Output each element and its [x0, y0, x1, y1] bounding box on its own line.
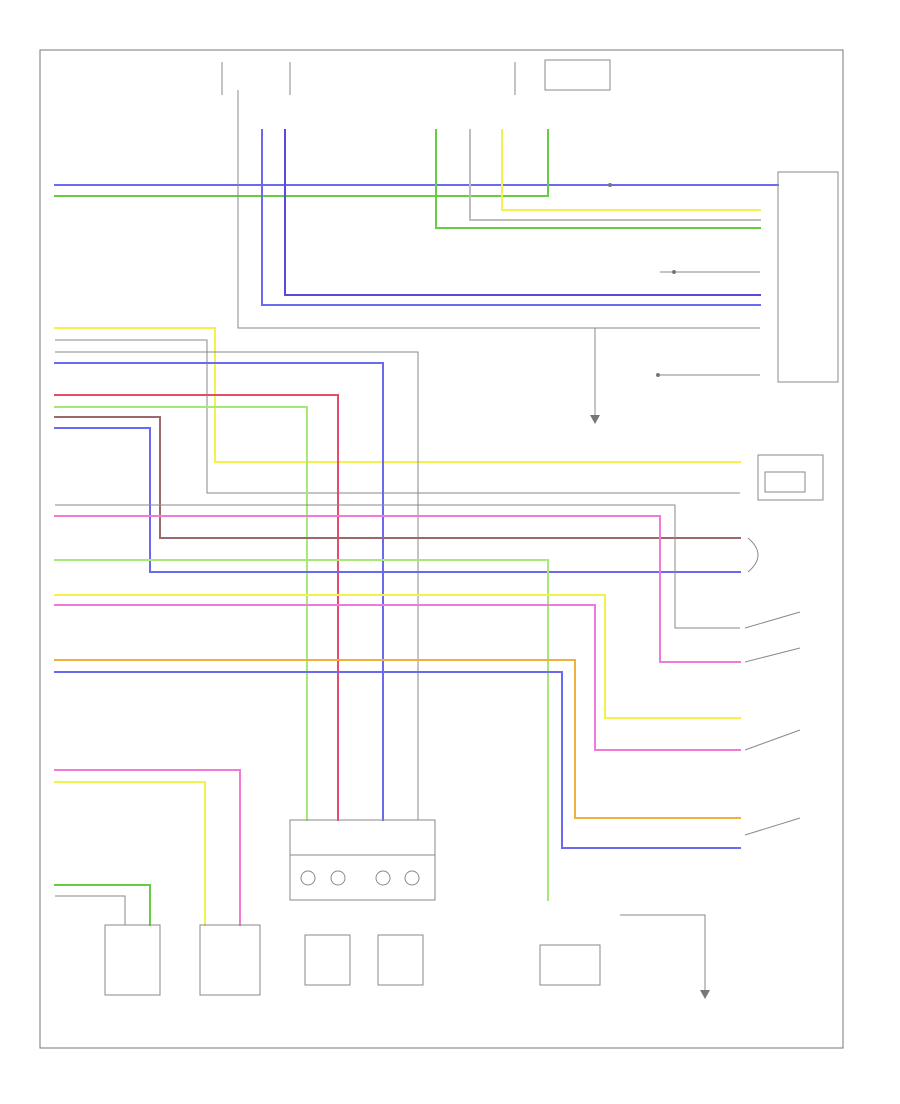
wire-blue-switch4	[54, 671, 741, 849]
wire-blue-center	[54, 362, 384, 821]
top-right-module	[777, 171, 839, 383]
right-components	[744, 454, 824, 836]
wire-green-module	[435, 129, 761, 229]
wire-brown-mid	[54, 416, 741, 539]
switch-1	[744, 611, 801, 629]
top-components	[221, 59, 839, 424]
wire-gray-switch1	[55, 504, 740, 629]
bottom-components	[104, 819, 710, 999]
center-unit-top	[289, 819, 436, 856]
center-connector-4	[404, 870, 420, 886]
module-bottom	[539, 944, 601, 986]
wire-pink-switch3	[54, 604, 741, 751]
switch-4	[744, 817, 801, 836]
junction-dot-1	[672, 270, 676, 274]
wire-orange-switch4	[54, 659, 741, 819]
wire-lightgreen-module	[54, 559, 549, 901]
top-wire-group	[54, 90, 779, 415]
wire-blue-mid	[54, 427, 741, 573]
wire-lightgreen-center	[54, 406, 308, 821]
ground-bottom-icon	[700, 990, 710, 999]
top-relay-box	[544, 59, 611, 91]
wire-gray-mid	[55, 339, 740, 494]
center-unit-left-block	[304, 934, 351, 986]
switch-3	[744, 729, 801, 751]
right-seat	[199, 924, 261, 996]
wire-ground-bottom	[620, 914, 706, 990]
ground-top-icon	[590, 415, 600, 424]
wire-gray-center	[55, 351, 419, 820]
left-seat	[104, 924, 161, 996]
center-connector-2	[330, 870, 346, 886]
connector-bracket	[747, 537, 759, 573]
middle-wire-group	[54, 327, 741, 901]
bottom-wire-group	[54, 769, 706, 990]
center-connector-3	[375, 870, 391, 886]
junction-dot-2	[656, 373, 660, 377]
wire-violet-module	[284, 129, 761, 296]
wire-green-leftseat	[54, 884, 151, 926]
wire-blue-module	[261, 129, 761, 306]
wire-pink-rightseat	[54, 769, 241, 926]
wire-pink-switch2	[54, 515, 741, 663]
junction-dot-3	[608, 183, 612, 187]
center-connector-1	[300, 870, 316, 886]
wire-yellow-switch3	[54, 594, 741, 719]
wire-gray-module	[469, 129, 761, 221]
wire-gray-leftseat	[55, 895, 126, 925]
heater-panel	[757, 454, 824, 501]
wire-yellow-module	[501, 129, 761, 211]
wire-yellow-rightseat	[54, 781, 206, 926]
wire-gray-long	[237, 90, 760, 329]
center-unit-body	[289, 854, 436, 901]
switch-2	[744, 647, 801, 663]
heater-element	[764, 471, 806, 493]
wire-red-center	[54, 394, 339, 821]
diagram-frame	[39, 49, 844, 1049]
center-unit-right-block	[377, 934, 424, 986]
